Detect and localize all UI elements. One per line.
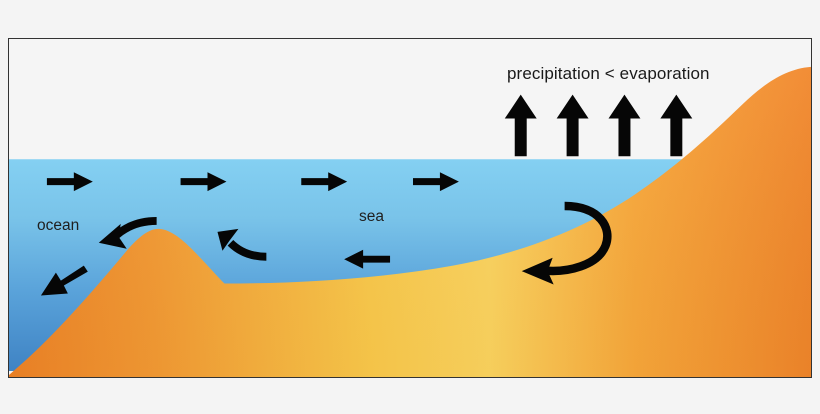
deep-outflow-arrow-head [217, 228, 239, 251]
precipitation-evaporation-label: precipitation < evaporation [507, 64, 710, 83]
evaporation-arrow [504, 94, 537, 157]
surface-inflow-arrow [46, 172, 93, 192]
sea-label: sea [359, 208, 384, 225]
surface-inflow-arrow-group [46, 172, 459, 192]
deep-outflow-arrow-shaft [227, 239, 267, 261]
deep-outflow-arrow [344, 249, 391, 269]
evaporation-arrow-group [504, 94, 693, 157]
surface-inflow-arrow [301, 172, 348, 192]
water-body [9, 159, 735, 372]
deep-outflow-arrow-head [98, 223, 127, 249]
deep-outflow-arrow-over-sill [98, 216, 157, 249]
surface-inflow-arrow [180, 172, 227, 192]
ocean-sea-cross-section-svg [9, 39, 811, 377]
downwelling-arrow-shaft [544, 201, 612, 276]
evaporation-arrow [608, 94, 641, 157]
deep-outflow-arrow-curved-up [217, 228, 267, 261]
deep-outflow-arrow [40, 265, 88, 296]
evaporation-arrow [660, 94, 693, 157]
downwelling-arrow-head [521, 257, 554, 285]
surface-inflow-arrow [412, 172, 459, 192]
downwelling-curved-arrow [521, 201, 612, 285]
evaporation-arrow [556, 94, 589, 157]
ocean-label: ocean [37, 217, 80, 234]
deep-outflow-arrow-descending [40, 265, 88, 296]
figure-frame: precipitation < evaporation ocean sea [8, 38, 812, 378]
deep-outflow-arrow-straight [344, 249, 391, 269]
sky-region [9, 39, 811, 160]
seabed-shading [9, 66, 811, 377]
